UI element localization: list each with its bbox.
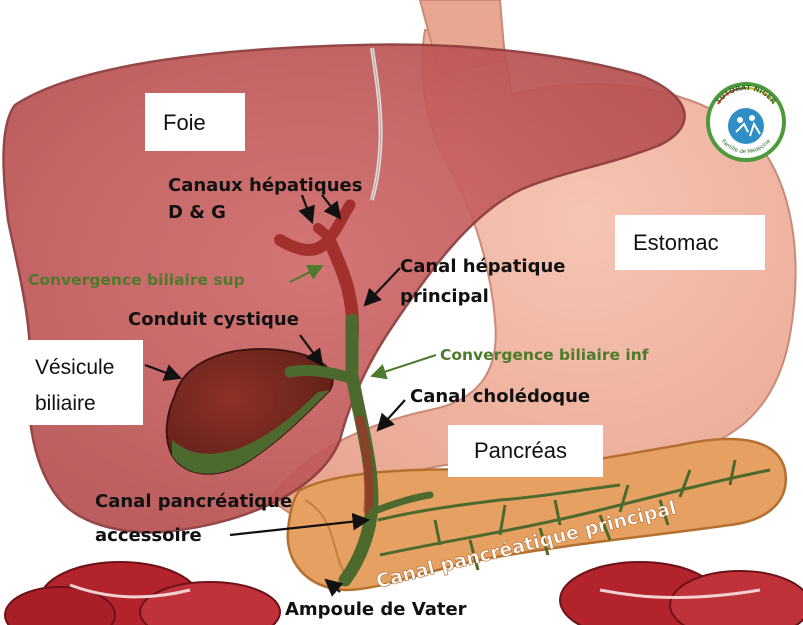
- label-convergence-inf: Convergence biliaire inf: [440, 343, 649, 367]
- label-estomac-text: Estomac: [633, 230, 719, 255]
- intestines-left: [5, 562, 280, 625]
- label-vesicule-line2: biliaire: [35, 386, 143, 422]
- label-convergence-sup: Convergence biliaire sup: [28, 268, 245, 292]
- label-canal-hepatique: Canal hépatique principal: [400, 252, 566, 312]
- label-canal-pancreatique-acc-line1: Canal pancréatique: [95, 485, 292, 519]
- label-foie: Foie: [145, 93, 245, 151]
- label-canaux-hepatiques-line2: D & G: [168, 199, 362, 226]
- label-canal-hepatique-line1: Canal hépatique: [400, 252, 566, 282]
- intestines-right: [560, 562, 803, 625]
- label-pancreas: Pancréas: [448, 425, 603, 477]
- label-pancreas-text: Pancréas: [474, 438, 567, 463]
- label-canaux-hepatiques: Canaux hépatiques D & G: [168, 172, 362, 226]
- label-canal-hepatique-line2: principal: [400, 282, 566, 312]
- label-canal-choledoque: Canal cholédoque: [410, 385, 590, 409]
- label-estomac: Estomac: [615, 215, 765, 270]
- label-vesicule-line1: Vésicule: [35, 350, 143, 386]
- tutorat-logo: TUTORAT NIGER Famille de Médecine: [708, 84, 784, 160]
- label-ampoule-de-vater: Ampoule de Vater: [285, 598, 467, 622]
- label-canaux-hepatiques-line1: Canaux hépatiques: [168, 172, 362, 199]
- label-foie-text: Foie: [163, 110, 206, 135]
- label-vesicule: Vésicule biliaire: [15, 340, 143, 425]
- label-conduit-cystique: Conduit cystique: [128, 308, 299, 332]
- label-canal-pancreatique-accessoire: Canal pancréatique accessoire: [95, 485, 292, 553]
- label-canal-pancreatique-acc-line2: accessoire: [95, 519, 292, 553]
